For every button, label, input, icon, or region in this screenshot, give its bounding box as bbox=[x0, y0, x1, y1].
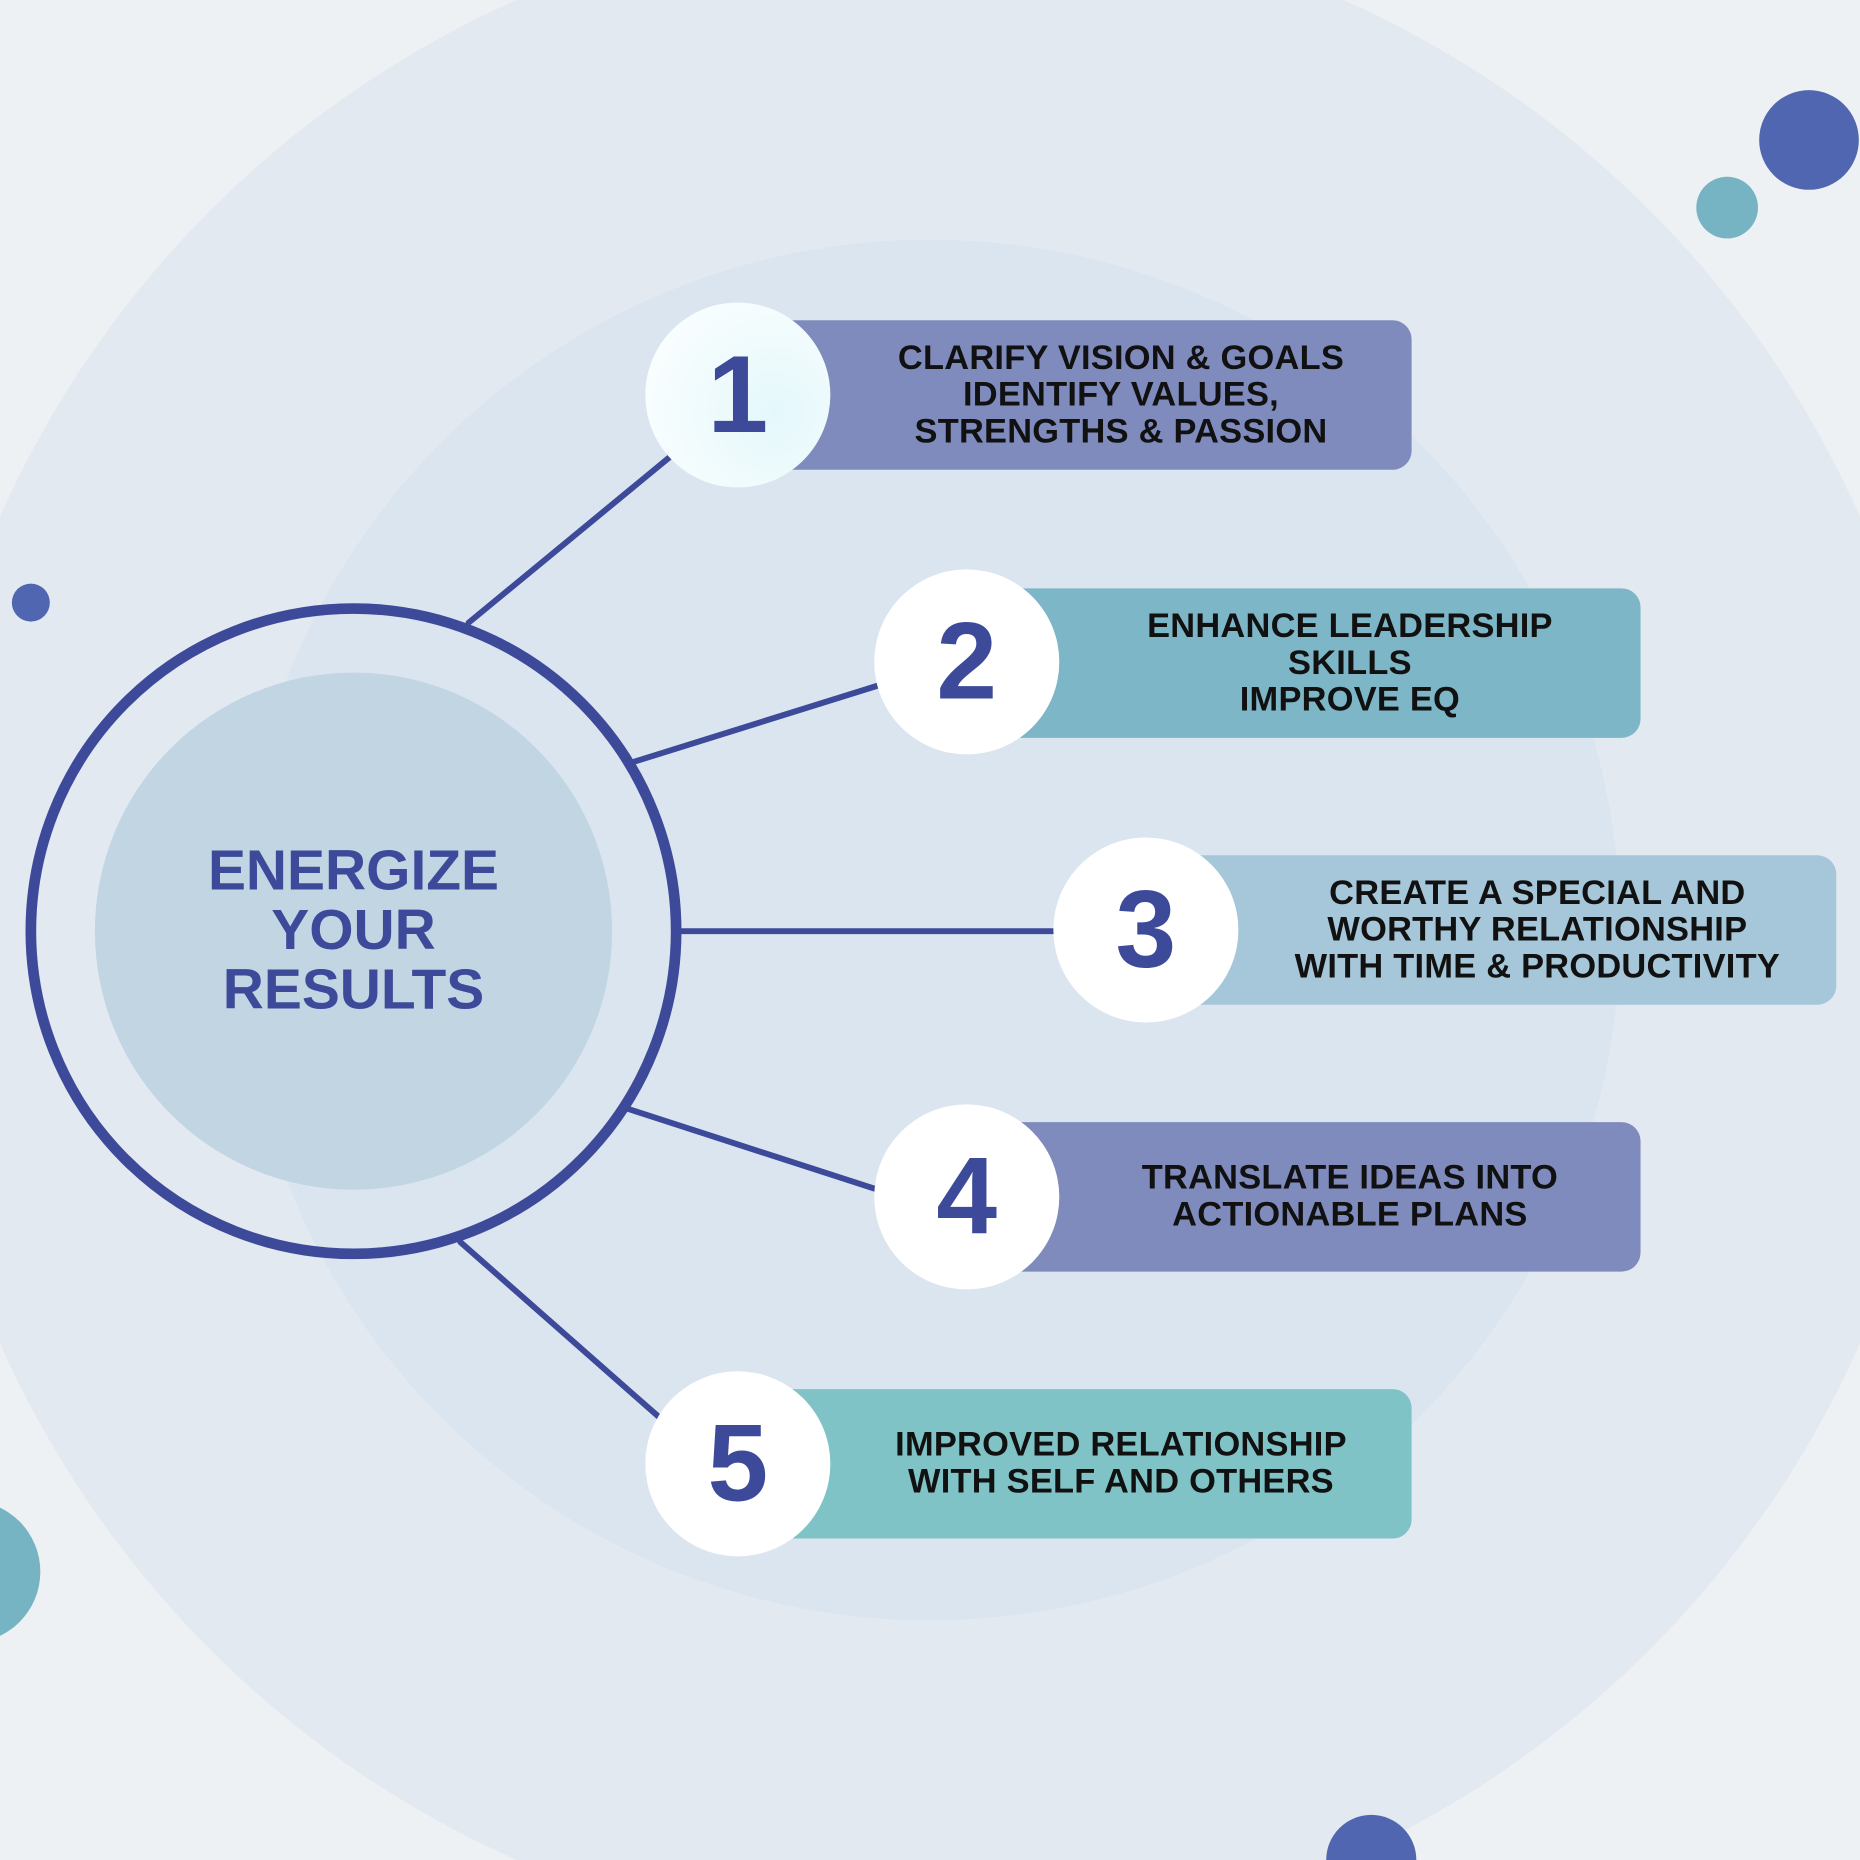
step-4-number: 4 bbox=[874, 1104, 1060, 1290]
connector-2 bbox=[631, 682, 881, 765]
center-title: ENERGIZE YOUR RESULTS bbox=[207, 839, 500, 1022]
step-4-text: TRANSLATE IDEAS INTO ACTIONABLE PLANS bbox=[1141, 1158, 1559, 1234]
decor-dot-teal bbox=[1696, 176, 1758, 239]
step-5-text: IMPROVED RELATIONSHIP WITH SELF AND OTHE… bbox=[895, 1425, 1347, 1501]
step-2-box: ENHANCE LEADERSHIP SKILLS IMPROVE EQ bbox=[966, 588, 1641, 738]
step-3-box: CREATE A SPECIAL AND WORTHY RELATIONSHIP… bbox=[1145, 855, 1837, 1005]
center-ring bbox=[25, 603, 682, 1260]
decor-dot-blue-large bbox=[1759, 90, 1859, 190]
step-3-number: 3 bbox=[1053, 837, 1239, 1023]
step-1-text: CLARIFY VISION & GOALS IDENTIFY VALUES, … bbox=[897, 338, 1345, 451]
step-3-text: CREATE A SPECIAL AND WORTHY RELATIONSHIP… bbox=[1294, 873, 1781, 986]
step-2-number: 2 bbox=[874, 569, 1060, 755]
step-2-text: ENHANCE LEADERSHIP SKILLS IMPROVE EQ bbox=[1147, 606, 1553, 719]
step-5-box: IMPROVED RELATIONSHIP WITH SELF AND OTHE… bbox=[737, 1389, 1412, 1539]
connector-5 bbox=[457, 1239, 663, 1421]
connector-4 bbox=[625, 1106, 878, 1192]
decor-dot-blue-small bbox=[11, 583, 50, 622]
step-1-number: 1 bbox=[645, 302, 831, 488]
connector-1 bbox=[465, 453, 674, 626]
center-disc bbox=[94, 672, 613, 1190]
step-4-box: TRANSLATE IDEAS INTO ACTIONABLE PLANS bbox=[966, 1122, 1641, 1272]
step-5-number: 5 bbox=[645, 1371, 831, 1557]
step-1-box: CLARIFY VISION & GOALS IDENTIFY VALUES, … bbox=[737, 320, 1412, 470]
